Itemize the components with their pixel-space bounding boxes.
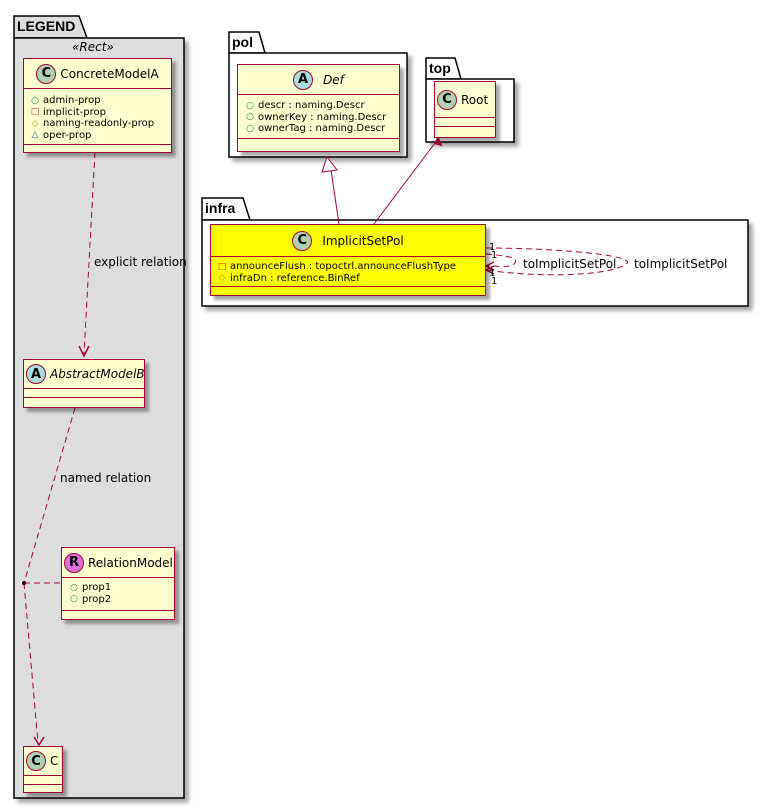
attribute-row: □implicit-prop	[30, 107, 165, 119]
attribute-text: announceFlush : topoctrl.announceFlushTy…	[230, 261, 457, 272]
class-header: C ConcreteModelA	[24, 59, 171, 89]
class-c-icon: C	[437, 89, 457, 110]
class-header: C C	[24, 747, 62, 776]
public-visibility-icon: ○	[246, 112, 254, 123]
attribute-text: ownerTag : naming.Descr	[258, 123, 386, 134]
class-attributes: ○ descr : naming.Descr ○ ownerKey : naming…	[238, 95, 399, 139]
class-header: C ImplicitSetPol	[211, 225, 485, 257]
attribute-row: ○ ownerTag : naming.Descr	[245, 123, 393, 135]
inheritance-line	[321, 155, 340, 225]
protected-visibility-icon: ◇	[218, 273, 226, 284]
class-name: C	[50, 754, 59, 768]
attribute-text: oper-prop	[43, 129, 92, 141]
attribute-row: ◇ infraDn : reference.BinRef	[217, 273, 479, 285]
class-name: ImplicitSetPol	[322, 233, 404, 248]
class-attributes	[24, 776, 62, 785]
class-header: C Root	[435, 82, 495, 118]
public-visibility-icon: ○	[70, 582, 78, 593]
self-relation-label: toImplicitSetPol	[523, 257, 617, 271]
class-def[interactable]: A Def ○ descr : naming.Descr ○ ownerKey : …	[237, 64, 400, 152]
composition-line	[373, 135, 443, 225]
pol-package-label: pol	[232, 34, 253, 50]
class-name: Def	[323, 72, 344, 87]
attribute-row: ◇ naming-readonly-prop	[30, 118, 165, 130]
attribute-row: △ oper-prop	[30, 130, 165, 142]
legend-package-label: LEGEND	[17, 18, 76, 34]
attribute-row: □announceFlush : topoctrl.announceFlushT…	[217, 261, 479, 273]
class-name: Root	[461, 92, 489, 107]
attribute-text: implicit-prop	[43, 106, 106, 118]
multiplicity-label: 1	[489, 242, 496, 253]
attribute-row: ○ ownerKey : naming.Descr	[245, 112, 393, 124]
public-visibility-icon: ○	[246, 100, 254, 111]
class-c-icon: C	[26, 751, 46, 771]
class-abstract-model-b[interactable]: A AbstractModelB	[23, 359, 145, 408]
class-attributes	[24, 389, 144, 398]
self-relation-label: toImplicitSetPol	[634, 257, 728, 271]
public-visibility-icon: ○	[246, 123, 254, 134]
multiplicity-label: 1	[491, 250, 498, 261]
legend-stereotype: «Rect»	[72, 40, 114, 54]
legend-package-frame	[13, 15, 185, 799]
attribute-row: ○ descr : naming.Descr	[245, 100, 393, 112]
abstract-class-a-icon: A	[293, 69, 314, 90]
attribute-text: infraDn : reference.BinRef	[230, 272, 360, 284]
relation-r-icon: R	[64, 552, 84, 573]
class-attributes: □announceFlush : topoctrl.announceFlushT…	[211, 257, 485, 287]
class-attributes: ○ prop1 ○ prop2	[62, 578, 174, 611]
explicit-relation-line	[78, 151, 96, 358]
class-header: A AbstractModelB	[24, 360, 145, 389]
class-attributes	[435, 118, 495, 127]
named-relation-line	[22, 407, 76, 747]
multiplicity-label: 1	[491, 276, 498, 287]
public-visibility-icon: ○	[70, 594, 78, 605]
private-visibility-icon: □	[30, 107, 40, 118]
protected-visibility-icon: ◇	[31, 118, 39, 129]
attribute-text: naming-readonly-prop	[43, 118, 155, 129]
multiplicity-label: 1	[489, 268, 496, 279]
attribute-row: ○ prop2	[69, 594, 168, 606]
private-visibility-icon: □	[217, 261, 227, 272]
attribute-text: prop1	[82, 582, 112, 593]
class-c-icon: C	[36, 63, 57, 84]
class-header: R RelationModel	[62, 548, 174, 578]
attribute-text: ownerKey : naming.Descr	[258, 111, 387, 123]
attribute-text: prop2	[82, 593, 112, 605]
named-relation-label: named relation	[60, 471, 152, 485]
class-name: ConcreteModelA	[60, 66, 159, 81]
class-header: A Def	[238, 65, 399, 95]
attribute-row: ○ admin-prop	[30, 95, 165, 107]
class-attributes: ○ admin-prop □implicit-prop ◇ naming-reado…	[24, 89, 171, 145]
class-c[interactable]: C C	[23, 746, 63, 793]
self-relation-lines	[484, 247, 629, 276]
class-name: AbstractModelB	[50, 367, 145, 381]
class-concrete-model-a[interactable]: C ConcreteModelA ○ admin-prop □implicit-p…	[23, 58, 172, 153]
package-visibility-icon: △	[31, 130, 39, 141]
class-relation-model[interactable]: R RelationModel ○ prop1 ○ prop2	[61, 547, 175, 620]
class-c-icon: C	[292, 230, 313, 251]
abstract-class-a-icon: A	[26, 364, 46, 384]
class-root[interactable]: C Root	[434, 81, 496, 138]
public-visibility-icon: ○	[31, 95, 39, 106]
attribute-text: admin-prop	[43, 95, 101, 106]
attribute-text: descr : naming.Descr	[258, 100, 365, 111]
infra-package-label: infra	[205, 200, 236, 216]
class-name: RelationModel	[88, 555, 173, 570]
class-implicit-set-pol[interactable]: C ImplicitSetPol □announceFlush : topoct…	[210, 224, 486, 296]
top-package-label: top	[429, 60, 451, 76]
explicit-relation-label: explicit relation	[94, 255, 187, 269]
attribute-row: ○ prop1	[69, 582, 168, 594]
